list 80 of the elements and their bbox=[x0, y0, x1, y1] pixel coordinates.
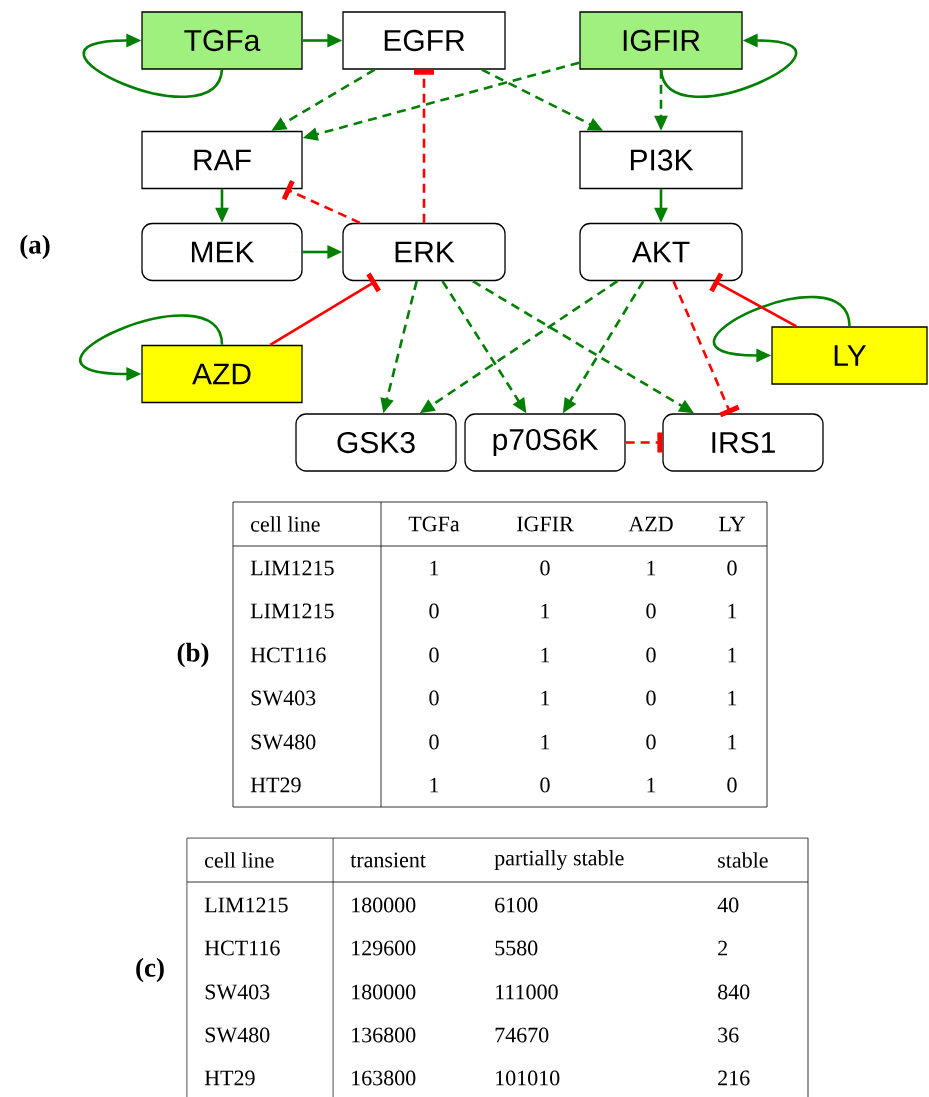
table-cell: 1 bbox=[647, 560, 656, 576]
table-cell: 101010 bbox=[496, 1070, 560, 1086]
node-box: GSK3 bbox=[295, 413, 457, 472]
table-cell: 0 bbox=[429, 647, 439, 663]
table-cell: cell line bbox=[251, 516, 320, 532]
table-cell: SW403 bbox=[205, 984, 270, 1000]
table-cell: SW403 bbox=[251, 690, 316, 706]
inhibition-line bbox=[709, 272, 798, 328]
table-cell: 0 bbox=[540, 777, 550, 793]
table-cell: TGFa bbox=[408, 516, 460, 532]
loop-arrow bbox=[79, 314, 224, 381]
table-cell: 1 bbox=[728, 734, 737, 750]
table-cell: 840 bbox=[718, 984, 750, 1000]
table-cell: HCT116 bbox=[204, 940, 280, 956]
table-cell: stable bbox=[718, 852, 768, 868]
table-cell: 1 bbox=[541, 603, 550, 619]
table-cell: cell line bbox=[205, 852, 274, 868]
table-cell: HT29 bbox=[204, 1070, 255, 1086]
table-cell: 180000 bbox=[352, 984, 416, 1000]
panel-label: (a) bbox=[20, 234, 50, 260]
table-cell: 0 bbox=[727, 777, 737, 793]
table-cell: 1 bbox=[647, 777, 656, 793]
table-cell: AZD bbox=[628, 516, 673, 532]
table-cell: LY bbox=[719, 516, 746, 532]
table-cell: IGFIR bbox=[517, 516, 574, 532]
table-cell: 0 bbox=[646, 603, 656, 619]
table-cell: 0 bbox=[727, 560, 737, 576]
table-cell: 0 bbox=[646, 647, 656, 663]
table-cell: 111000 bbox=[496, 984, 558, 1000]
node-box: EGFR bbox=[342, 11, 506, 70]
inhibition-line bbox=[414, 69, 434, 223]
table-cell: 1 bbox=[541, 647, 550, 663]
table-cell: 0 bbox=[429, 603, 439, 619]
table-cell: 216 bbox=[718, 1070, 750, 1086]
table-cell: SW480 bbox=[251, 734, 316, 750]
node-box: p70S6K bbox=[464, 413, 626, 472]
panel-label: (c) bbox=[136, 957, 164, 983]
table-cell: HCT116 bbox=[250, 647, 326, 663]
table-cell: HT29 bbox=[250, 777, 301, 793]
node-box: IRS1 bbox=[662, 413, 824, 472]
table-cell: 0 bbox=[646, 690, 656, 706]
node-box: ERK bbox=[342, 222, 506, 282]
node-box: MEK bbox=[141, 222, 303, 282]
panel-label: (b) bbox=[177, 642, 209, 668]
table-cell: 129600 bbox=[352, 940, 416, 956]
table-cell: 74670 bbox=[495, 1027, 549, 1043]
table-cell: 2 bbox=[718, 940, 727, 956]
table-cell: 36 bbox=[718, 1027, 739, 1043]
table-cell: 1 bbox=[541, 690, 550, 706]
table-cell: SW480 bbox=[205, 1027, 270, 1043]
inhibition-line bbox=[625, 432, 663, 453]
table-cell: 6100 bbox=[495, 897, 538, 913]
loop-arrow bbox=[83, 33, 224, 98]
table-cell: LIM1215 bbox=[204, 897, 288, 913]
table-cell: 0 bbox=[646, 734, 656, 750]
table-cell: 0 bbox=[540, 560, 550, 576]
table-cell: 0 bbox=[429, 690, 439, 706]
table-cell: transient bbox=[350, 852, 426, 868]
table-cell: 1 bbox=[541, 734, 550, 750]
table-cell: 5580 bbox=[495, 940, 538, 956]
node-box: LY bbox=[771, 326, 928, 385]
table-cell: 136800 bbox=[352, 1027, 416, 1043]
table-cell: 1 bbox=[430, 777, 439, 793]
table-cell: 1 bbox=[728, 603, 737, 619]
table-cell: LIM1215 bbox=[250, 560, 334, 576]
table-cell: 180000 bbox=[352, 897, 416, 913]
table-cell: 1 bbox=[728, 690, 737, 706]
node-box: RAF bbox=[141, 130, 303, 190]
table-cell: partially stable bbox=[494, 850, 624, 870]
node-box: PI3K bbox=[579, 130, 743, 190]
node-box: TGFa bbox=[141, 11, 303, 70]
node-box: AZD bbox=[141, 344, 303, 404]
table-cell: 0 bbox=[429, 734, 439, 750]
table-cell: 1 bbox=[728, 647, 737, 663]
node-box: IGFIR bbox=[579, 11, 743, 70]
table-cell: 40 bbox=[717, 897, 739, 913]
node-box: AKT bbox=[579, 222, 743, 282]
table-cell: 1 bbox=[430, 560, 439, 576]
table-cell: 163800 bbox=[352, 1070, 416, 1086]
table-cell: LIM1215 bbox=[250, 603, 334, 619]
